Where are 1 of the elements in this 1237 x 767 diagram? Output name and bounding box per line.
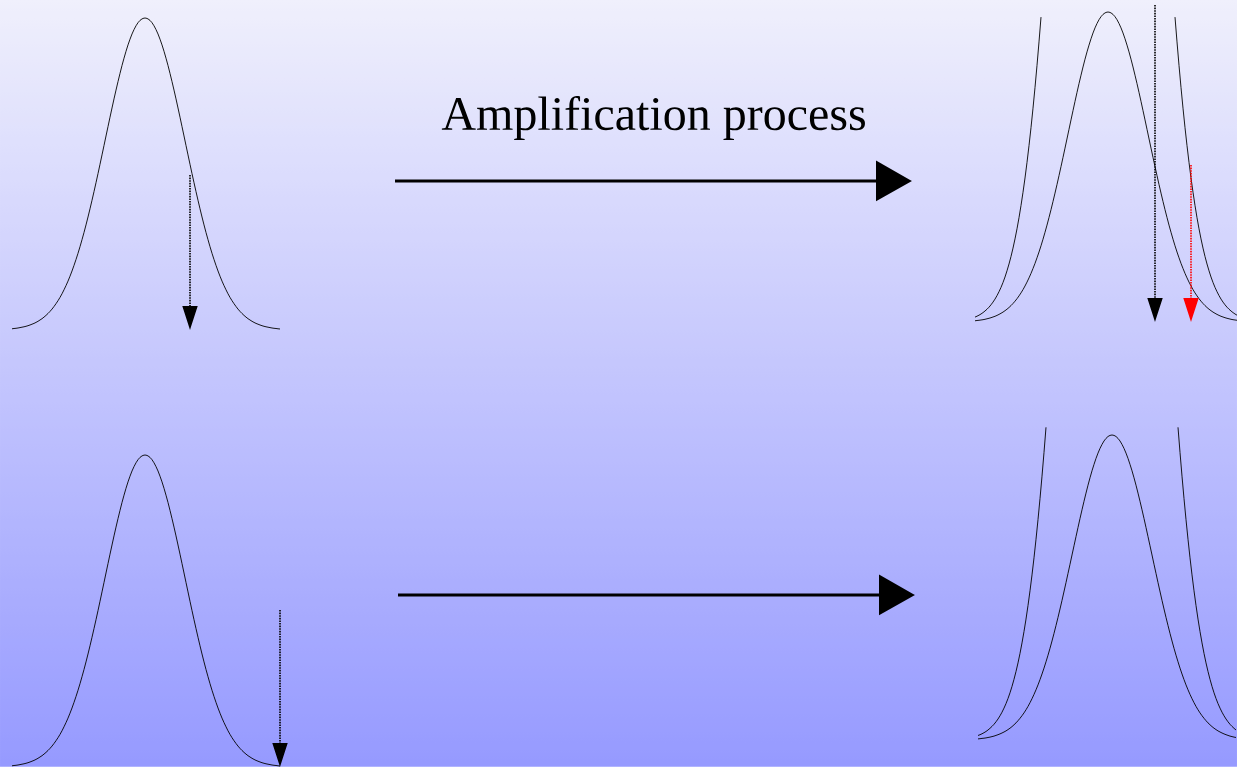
process-label: Amplification process	[441, 96, 865, 140]
